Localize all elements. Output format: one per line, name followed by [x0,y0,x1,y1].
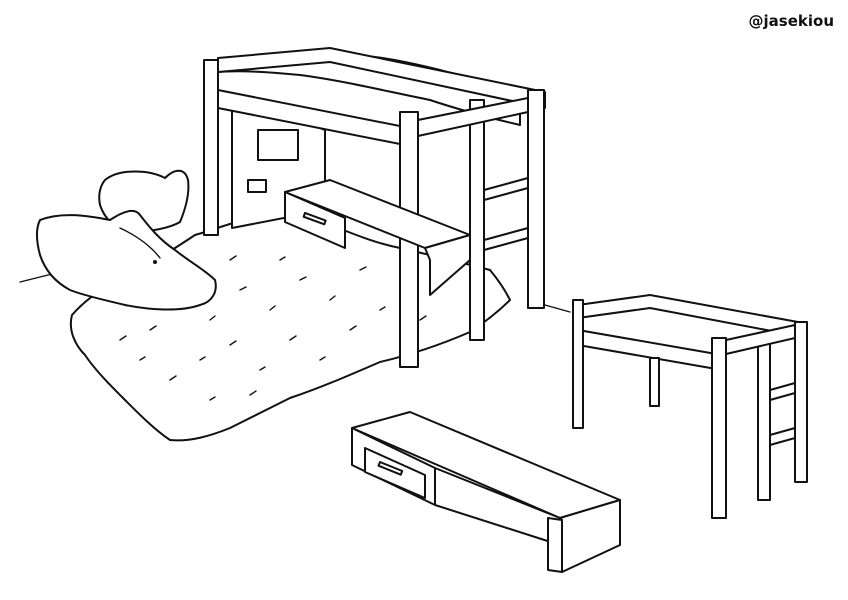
pillow-front [36,209,217,311]
rug-texture [119,255,427,401]
loft-bed-small [572,294,808,519]
loft-ladder [483,177,529,251]
artist-watermark: @jasekiou [748,12,834,30]
wall-picture [257,129,299,161]
small-ladder [769,382,796,446]
loft-bed-large [203,47,546,368]
drawer-desk [351,411,621,573]
under-bed-desk [284,179,471,296]
wall-outlet [247,179,267,193]
